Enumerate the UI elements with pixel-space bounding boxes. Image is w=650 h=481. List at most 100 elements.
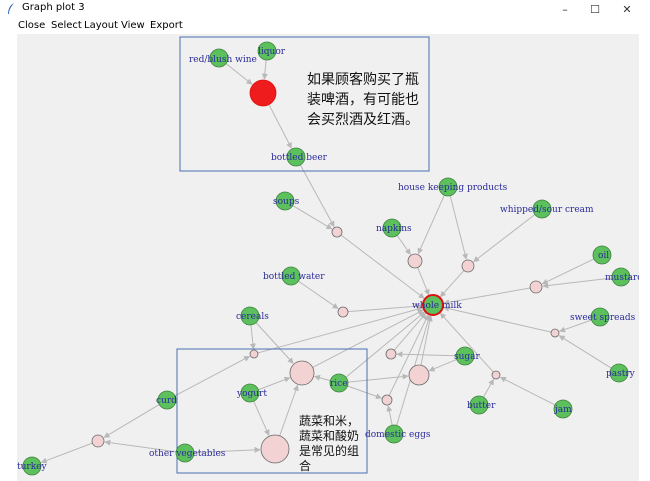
item-node-sweet-spreads[interactable]	[590, 307, 610, 327]
graph-edge	[541, 258, 595, 285]
item-label-pastry: pastry	[606, 369, 636, 379]
rule-node[interactable]	[550, 328, 560, 338]
annotation-box-bottom	[176, 348, 368, 474]
rule-node[interactable]	[385, 348, 397, 360]
annotation-bottom-line-1: 蔬菜和米，	[299, 414, 359, 428]
item-node-liquor[interactable]	[257, 41, 277, 61]
item-node-yogurt[interactable]	[240, 383, 260, 403]
item-node-domestic-eggs[interactable]	[384, 424, 404, 444]
rule-node[interactable]	[249, 349, 259, 359]
annotation-top-line-3: 会买烈酒及红酒。	[307, 112, 419, 128]
graph-edge	[340, 234, 425, 299]
menu-select[interactable]: Select	[51, 20, 82, 31]
annotation-bottom-line-4: 合	[299, 458, 311, 473]
graph-edge	[347, 385, 382, 400]
graph-edge	[483, 378, 494, 398]
graph-edge	[473, 214, 536, 263]
graph-edge	[396, 351, 457, 358]
item-label-butter: butter	[467, 401, 496, 411]
menu-bar: Close Select Layout View Export	[0, 18, 650, 34]
rule-node[interactable]	[331, 226, 343, 238]
item-label-domestic-eggs: domestic eggs	[365, 430, 431, 440]
item-label-sweet-spreads: sweet spreads	[570, 313, 636, 323]
graph-edge	[255, 322, 294, 364]
graph-edge	[249, 324, 256, 350]
annotation-top-line-1: 如果顾客购买了瓶	[307, 71, 419, 88]
item-node-bottled-water[interactable]	[281, 266, 301, 286]
feather-icon	[8, 3, 14, 14]
graph-edge	[417, 195, 445, 255]
graph-edge	[439, 270, 465, 298]
graph-edge	[558, 335, 612, 369]
item-label-liquor: liquor	[258, 47, 286, 57]
menu-view[interactable]: View	[121, 20, 145, 31]
item-node-turkey[interactable]	[22, 456, 42, 476]
rule-node[interactable]	[461, 259, 475, 273]
item-node-mustard[interactable]	[611, 267, 631, 287]
graph-edge	[428, 358, 457, 372]
item-label-rice: rice	[330, 379, 348, 389]
rule-node[interactable]	[529, 280, 543, 294]
menu-layout[interactable]: Layout	[84, 20, 118, 31]
rule-node[interactable]	[491, 370, 501, 380]
item-node-other-vegetables[interactable]	[175, 443, 195, 463]
item-node-rice[interactable]	[329, 373, 349, 393]
item-label-oil: oil	[598, 251, 609, 261]
maximize-button[interactable]: ☐	[590, 2, 600, 16]
item-node-bottled-beer[interactable]	[286, 147, 306, 167]
graph-edge	[257, 306, 423, 354]
graph-edge	[386, 405, 393, 426]
graph-edge	[439, 312, 494, 373]
rule-node[interactable]	[260, 434, 290, 464]
menu-close[interactable]: Close	[18, 20, 46, 31]
item-node-butter[interactable]	[469, 395, 489, 415]
item-label-mustard: mustard	[605, 273, 639, 283]
rule-node[interactable]	[337, 306, 349, 318]
item-label-curd: curd	[156, 396, 177, 406]
minimize-button[interactable]: –	[562, 2, 568, 16]
item-node-whipped-sour-cream[interactable]	[532, 199, 552, 219]
graph-edge	[268, 104, 292, 149]
graph-edge	[396, 235, 411, 255]
item-node-house-keeping[interactable]	[438, 177, 458, 197]
graph-edge	[261, 59, 268, 80]
item-node-sugar[interactable]	[455, 346, 475, 366]
item-label-jam: jam	[554, 405, 572, 415]
graph-edge	[279, 384, 299, 436]
rule-node[interactable]	[381, 394, 393, 406]
item-node-curd[interactable]	[157, 390, 177, 410]
graph-edge	[104, 439, 177, 453]
item-node-jam[interactable]	[553, 399, 573, 419]
graph-edge	[443, 287, 531, 306]
graph-edge	[542, 277, 613, 289]
item-label-bottled-water: bottled water	[263, 272, 325, 282]
rule-node[interactable]	[408, 364, 430, 386]
rule-node[interactable]	[289, 360, 315, 386]
item-node-red-blush-wine[interactable]	[209, 48, 229, 68]
item-label-whole-milk: whole milk	[412, 301, 462, 311]
item-label-sugar: sugar	[454, 352, 481, 362]
item-node-soups[interactable]	[275, 191, 295, 211]
title-bar: Graph plot 3 – ☐ ✕	[0, 0, 650, 18]
graph-edge	[292, 205, 333, 230]
graph-edge	[193, 446, 261, 454]
item-node-pastry[interactable]	[609, 363, 629, 383]
graph-edge	[225, 63, 253, 85]
graph-edge	[298, 280, 339, 309]
graph-edge	[347, 373, 409, 383]
graph-edge	[393, 312, 427, 351]
menu-export[interactable]: Export	[150, 20, 183, 31]
annotation-bottom-line-3: 是常见的组	[299, 443, 359, 458]
item-node-whole-milk[interactable]	[422, 294, 444, 316]
window-title: Graph plot 3	[22, 2, 85, 13]
item-node-napkins[interactable]	[382, 218, 402, 238]
close-window-button[interactable]: ✕	[622, 2, 632, 16]
item-node-cereals[interactable]	[240, 306, 260, 326]
rule-node[interactable]	[249, 79, 277, 107]
item-label-soups: soups	[273, 197, 300, 207]
graph-edge	[449, 195, 468, 260]
rule-node[interactable]	[91, 434, 105, 448]
item-node-oil[interactable]	[592, 245, 612, 265]
rule-node[interactable]	[407, 253, 423, 269]
